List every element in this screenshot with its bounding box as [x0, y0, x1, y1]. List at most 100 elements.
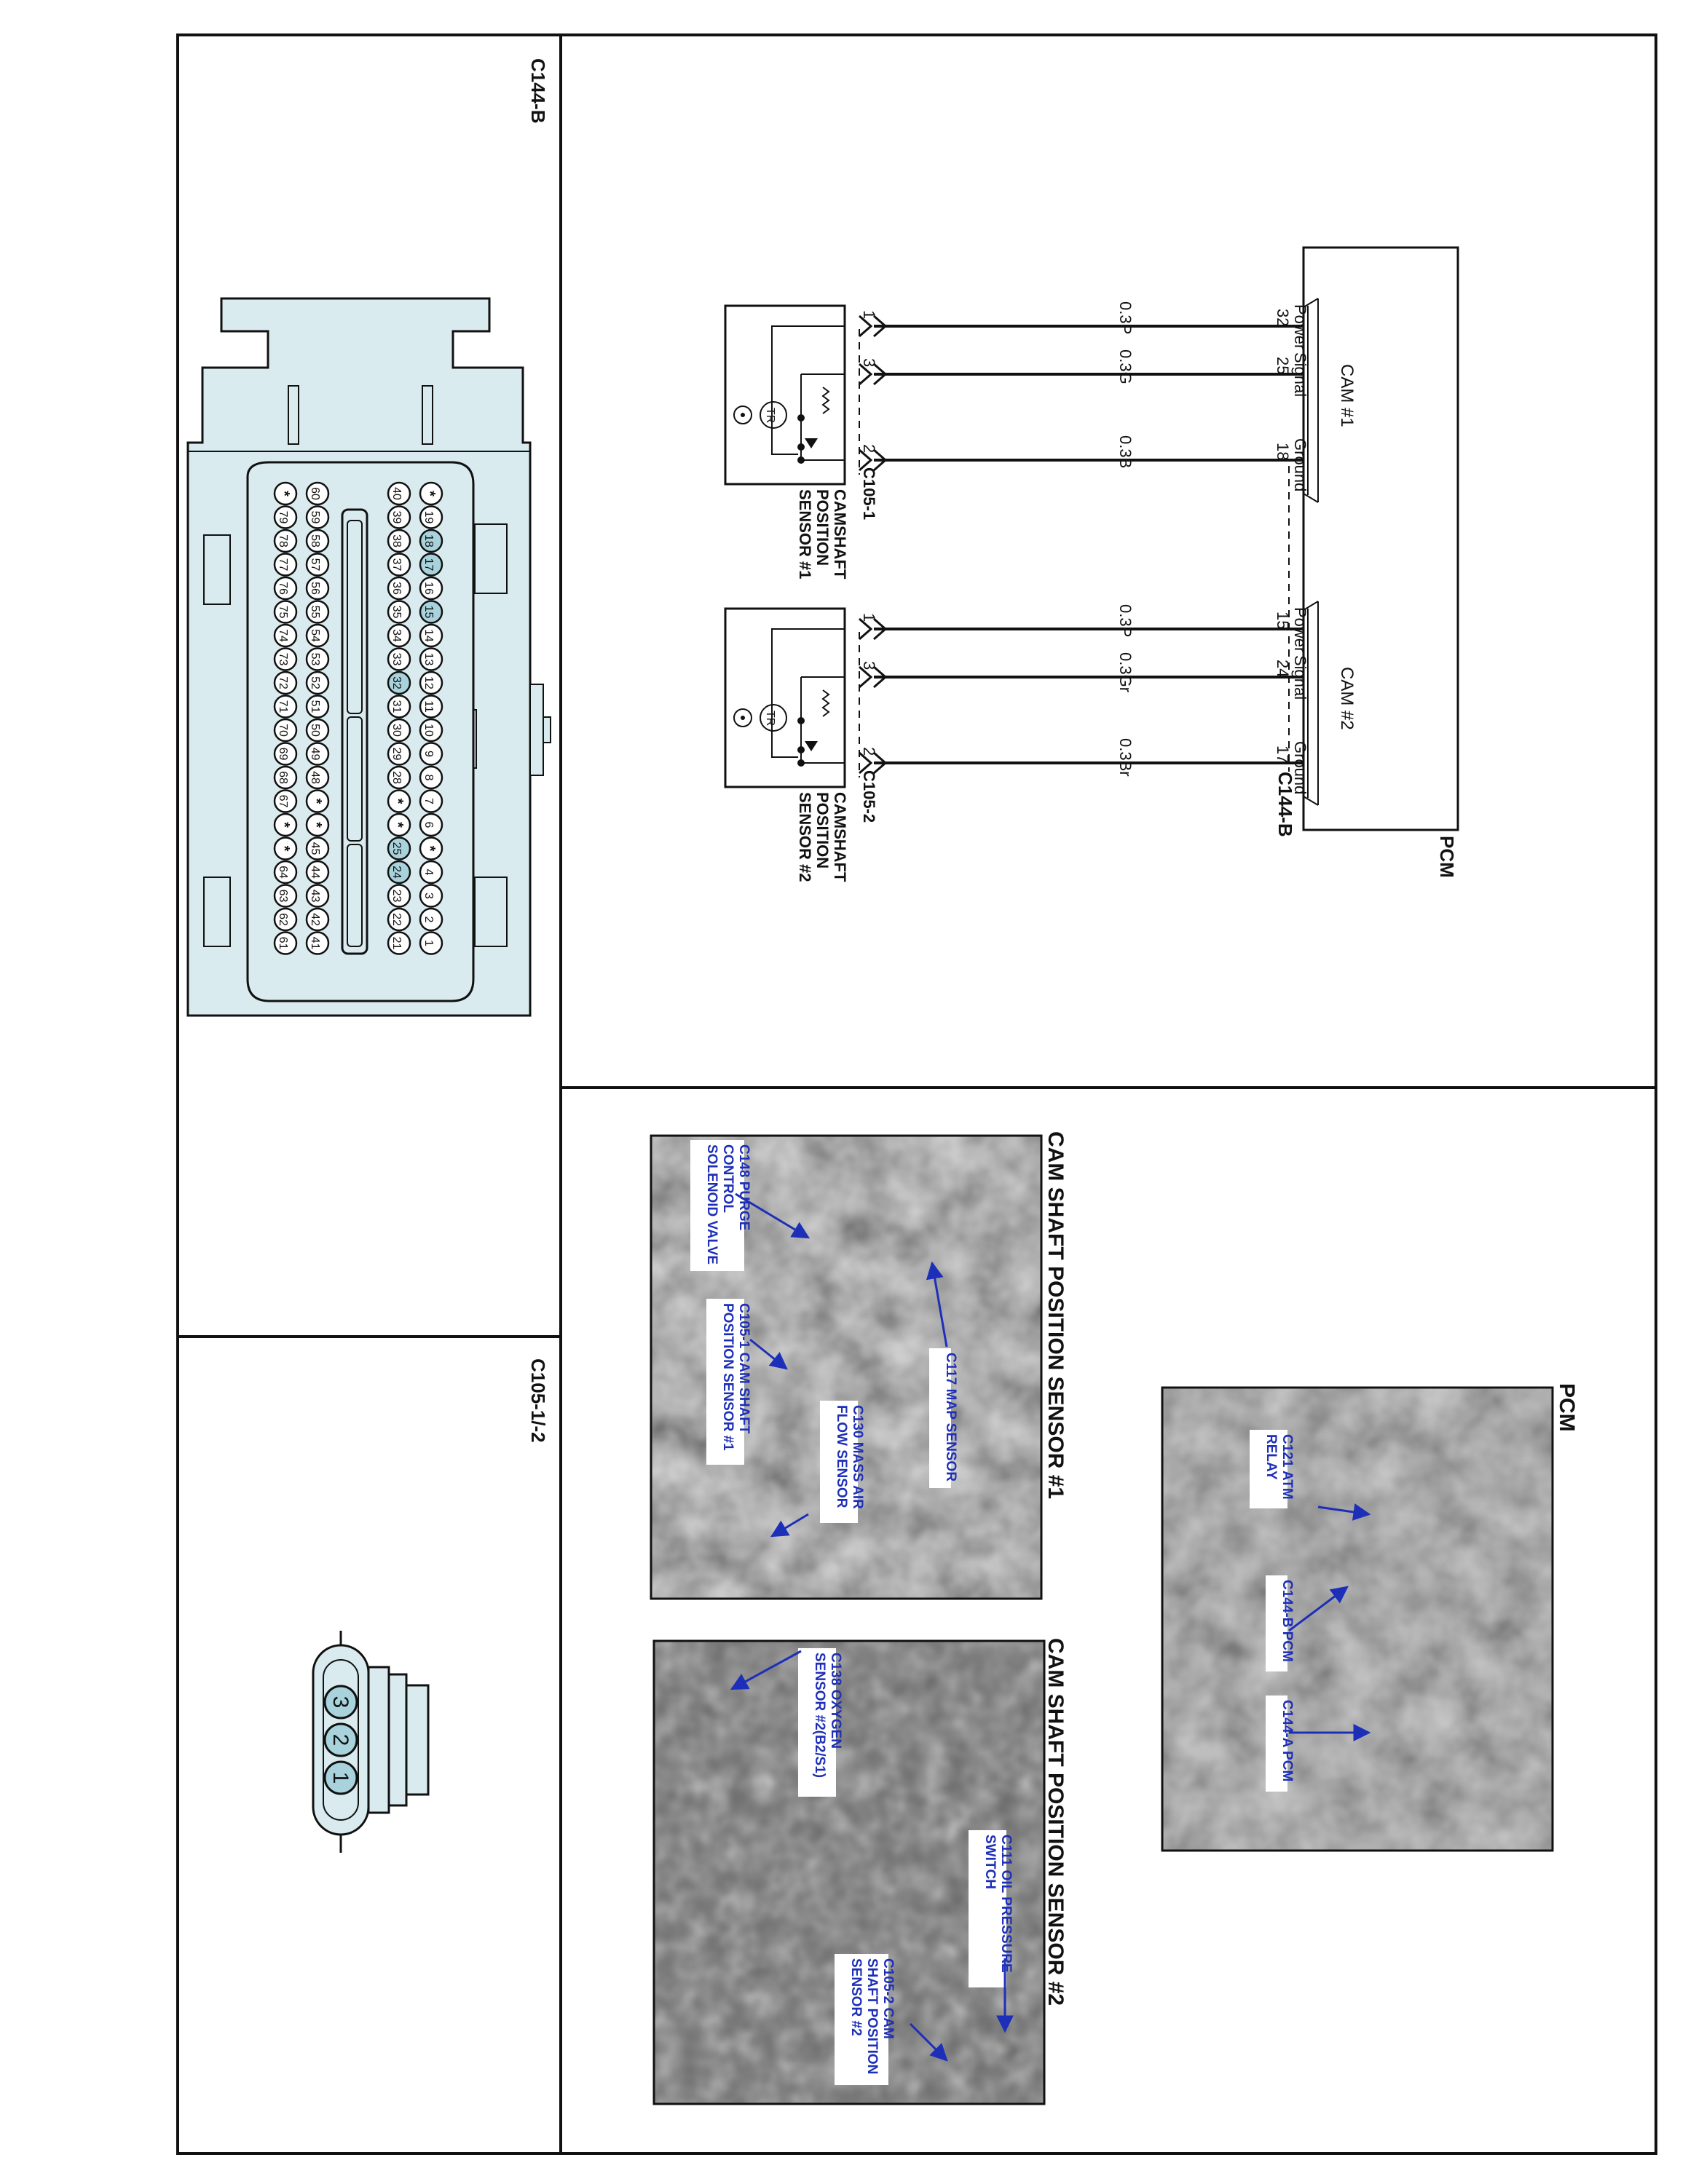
cam2-title: CAM #2 [1337, 667, 1357, 730]
c144b-pin-label: * [308, 799, 324, 804]
c144b-pin [419, 931, 443, 955]
c144b-pin-label: 40 [390, 487, 403, 500]
c144b-pin [387, 718, 411, 743]
c144b-pin-label: 6 [422, 822, 435, 828]
c144b-pin [419, 600, 443, 624]
cam1-callout-arrow [749, 1338, 788, 1370]
c144b-pin [305, 576, 330, 601]
cam2-diode [805, 741, 818, 751]
cam1-callout-text: C148 PURGE [736, 1144, 752, 1230]
cam2-callout-text: SENSOR #2 [848, 1958, 864, 2036]
c144b-pin [273, 907, 298, 932]
c144b-pin [387, 812, 411, 837]
cam2-callout-text: SWITCH [982, 1835, 998, 1889]
c144b-pin-label: 24 [390, 866, 403, 879]
c144b-pin [305, 931, 330, 955]
c144b-pin [419, 765, 443, 790]
cam1-title: CAM #1 [1337, 364, 1357, 427]
c144b-pin [305, 481, 330, 506]
c144b-pin-label: 31 [390, 700, 403, 713]
cam1-pickup [733, 405, 752, 424]
c144b-pin-label: 45 [309, 842, 321, 855]
c144b-pin-label: 23 [390, 890, 403, 903]
cam1-function-label: Ground [1291, 438, 1309, 491]
c144b-pin [419, 505, 443, 529]
c144b-pin-label: 57 [309, 558, 321, 571]
cam1-wire-color: 0.3B [1116, 435, 1135, 468]
c144b-pin-label: 15 [422, 606, 435, 619]
c144b-pin-label: 19 [422, 511, 435, 524]
c144b-pin-label: 37 [390, 558, 403, 571]
c144b-pin [273, 695, 298, 719]
c144b-pin [273, 529, 298, 553]
c144b-pin-label: 12 [422, 676, 435, 689]
c144b-pin [273, 600, 298, 624]
c144b-pin-label: 13 [422, 653, 435, 666]
cam1-pcm-pin: 32 [1274, 309, 1292, 326]
c144b-pin [419, 553, 443, 577]
c144b-pin [419, 718, 443, 743]
c144b-pin [387, 576, 411, 601]
cam2-pickup [733, 708, 752, 727]
c144b-pin [305, 529, 330, 553]
c144b-pin-label: 29 [390, 748, 403, 761]
c144b-pin [419, 789, 443, 813]
c144b-pin-label: 76 [277, 582, 289, 595]
cam1-pcm-bracket [1303, 298, 1319, 503]
c144b-pin [273, 576, 298, 601]
pcm-callout-bg [1266, 1696, 1287, 1792]
c144b-pin-label: 9 [422, 751, 435, 757]
c144b-pin-label: 77 [277, 558, 289, 571]
c144b-pin [273, 789, 298, 813]
cam2-transistor [760, 704, 787, 732]
pcm-callout-bg [1250, 1430, 1287, 1508]
c144b-pin [305, 553, 330, 577]
c144b-pin-label: 44 [309, 866, 321, 879]
c144b-pin-label: 21 [390, 937, 403, 950]
c144b-pin [305, 670, 330, 695]
c144b-pin [305, 812, 330, 837]
cam1-callout-text: CONTROL [720, 1144, 735, 1213]
pcm-label: PCM [1436, 836, 1458, 878]
c144b-pin [419, 812, 443, 837]
c144b-pin [387, 931, 411, 955]
cam1-pickup-center [741, 413, 745, 417]
c144b-pin [273, 931, 298, 955]
cam1-connector-label: C105-1 [860, 467, 878, 520]
cam1-callout-bg [929, 1348, 951, 1488]
c144b-pin-label: 56 [309, 582, 321, 595]
cam2-pcm-bracket [1303, 601, 1319, 806]
cam2-function-label: Ground [1291, 741, 1309, 794]
cam2-sensor-box [724, 607, 846, 788]
pcm-callout-text: C121 ATM [1279, 1434, 1295, 1500]
c144b-pin [273, 623, 298, 648]
c144b-pin [387, 529, 411, 553]
cam1-callout-text: C105-1 CAM SHAFT [736, 1303, 752, 1434]
c144b-pin [419, 647, 443, 671]
cam1-junction [797, 414, 805, 422]
c144b-pin [305, 884, 330, 908]
cam2-photo-title: CAM SHAFT POSITION SENSOR #2 [1044, 1638, 1068, 2006]
c144b-pin [419, 884, 443, 908]
cam2-sensor-pin: 1 [860, 613, 878, 622]
c144b-connector: *191817161514131211109876*43214039383736… [186, 297, 551, 1017]
c144b-pin-label: 74 [277, 629, 289, 642]
cam2-tr-label: TR [764, 711, 776, 726]
c144b-pin [273, 742, 298, 766]
cam1-sensor-pin: 1 [860, 310, 878, 319]
c144b-pin [305, 695, 330, 719]
c144b-pin [419, 742, 443, 766]
pcm-callout-text: C144-A PCM [1279, 1700, 1295, 1781]
c144b-pin-label: 30 [390, 724, 403, 737]
c144b-pin-label: 14 [422, 629, 435, 642]
c144b-pin-label: * [422, 846, 438, 852]
c144b-pin [273, 860, 298, 885]
c144b-pin-label: 50 [309, 724, 321, 737]
c144b-pin-label: 11 [422, 700, 435, 713]
c105-title: C105-1/-2 [527, 1358, 549, 1443]
c105-pin [323, 1722, 358, 1757]
cam2-callout-arrow [909, 2022, 948, 2062]
c105-pin [323, 1760, 358, 1795]
c144b-pin [387, 647, 411, 671]
pcm-callout-arrow [1317, 1503, 1371, 1521]
